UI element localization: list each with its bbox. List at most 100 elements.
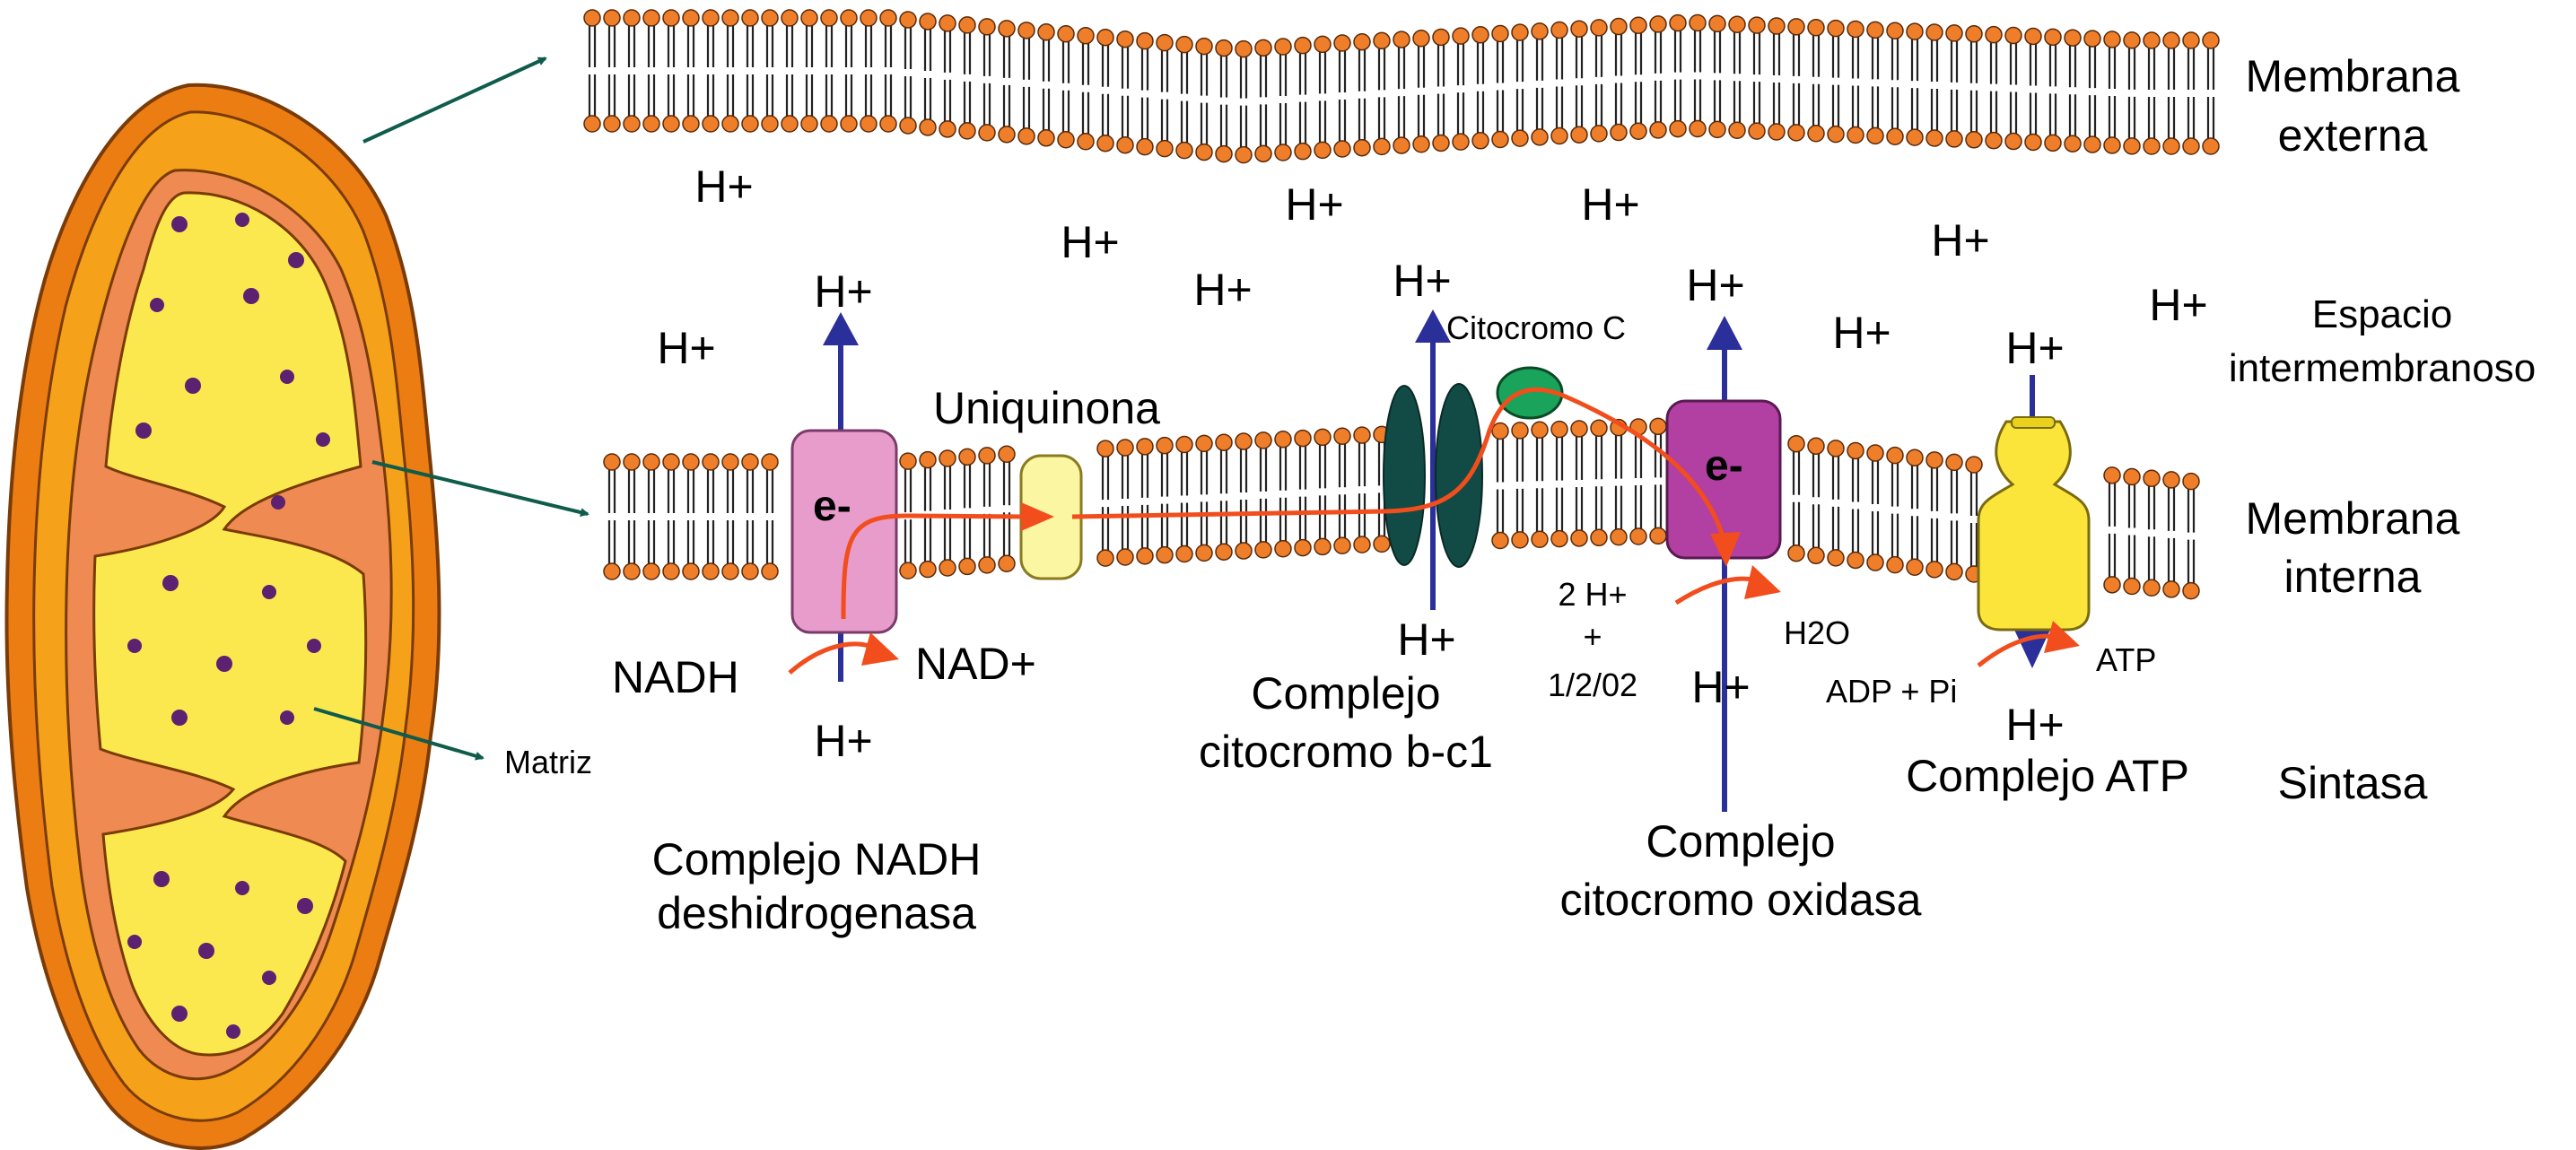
atp-label: ATP: [2096, 641, 2156, 678]
lipid-head: [603, 562, 621, 580]
lipid-head: [978, 556, 996, 574]
lipid-head: [1985, 131, 2003, 150]
lipid-head: [761, 453, 779, 471]
lipid-head: [998, 554, 1016, 573]
lipid-head: [1827, 440, 1845, 457]
nad-plus-label: NAD+: [915, 639, 1036, 689]
lipid-tail: [1575, 435, 1584, 531]
lipid-head: [642, 115, 660, 133]
lipid-head: [1945, 562, 1963, 581]
lipid-tail: [1930, 466, 1939, 562]
lipid-head: [1570, 420, 1588, 438]
lipid-tail: [1792, 33, 1801, 126]
lipid-tail: [1358, 48, 1367, 141]
lipid-tail: [1752, 32, 1761, 125]
lipid-head: [840, 115, 858, 133]
atp-synthase-label-line2: Sintasa: [2278, 758, 2428, 808]
lipid-tail: [1969, 40, 1978, 133]
lipid-head: [761, 562, 779, 580]
lipid-head: [1274, 539, 1292, 558]
lipid-tail: [1160, 49, 1169, 142]
lipid-head: [1847, 20, 1864, 39]
lipid-head: [1669, 13, 1687, 32]
lipid-head: [682, 9, 700, 27]
outer-membrane-bilayer: [583, 9, 2220, 164]
matrix-label: Matriz: [504, 744, 592, 780]
lipid-tail: [923, 28, 932, 120]
lipid-head: [1807, 437, 1825, 456]
lipid-head: [2162, 471, 2180, 489]
lipid-head: [1610, 123, 1628, 142]
lipid-head: [1570, 126, 1588, 144]
lipid-tail: [1160, 452, 1169, 548]
lipid-tail: [1121, 46, 1130, 138]
lipid-head: [939, 559, 956, 577]
lipid-head: [1235, 542, 1253, 560]
lipid-head: [1925, 23, 1943, 41]
lipid-tail: [904, 26, 913, 118]
lipid-head: [1748, 16, 1766, 34]
arrow-to-inner-membrane: [371, 460, 589, 517]
lipid-tail: [1101, 456, 1110, 552]
lipid-head: [2202, 137, 2220, 155]
lipid-tail: [1535, 38, 1544, 130]
lipid-tail: [2147, 48, 2156, 139]
lipid-head: [1314, 428, 1332, 447]
proton-label: H+: [2005, 323, 2064, 373]
lipid-tail: [1871, 460, 1880, 556]
lipid-head: [2162, 31, 2180, 49]
lipid-tail: [1140, 453, 1149, 549]
lipid-head: [1906, 128, 1924, 146]
lipid-tail: [2127, 47, 2136, 139]
lipid-tail: [1555, 436, 1564, 532]
lipid-head: [899, 452, 917, 470]
lipid-head: [1274, 144, 1292, 161]
proton-label: H+: [2149, 280, 2207, 330]
lipid-head: [1096, 549, 1114, 567]
lipid-head: [1412, 30, 1430, 48]
lipid-tail: [1180, 51, 1189, 144]
lipid-head: [1965, 456, 1983, 474]
lipid-head: [1550, 126, 1568, 145]
lipid-head: [1175, 435, 1193, 454]
lipid-tail: [844, 25, 853, 117]
lipid-tail: [1121, 455, 1130, 550]
lipid-head: [761, 9, 779, 27]
intermembrane-space-label-line2: intermembranoso: [2229, 346, 2536, 390]
lipid-head: [662, 562, 680, 580]
lipid-head: [899, 117, 917, 135]
bc1-complex-label-line2: citocromo b-c1: [1199, 727, 1493, 777]
lipid-head: [1590, 419, 1608, 438]
diagram-labels: Membrana externa Espacio intermembranoso…: [504, 51, 2536, 938]
lipid-head: [2182, 472, 2200, 491]
lipid-tail: [647, 25, 656, 117]
lipid-head: [800, 115, 818, 133]
lipid-head: [642, 9, 660, 27]
lipid-head: [820, 115, 838, 133]
lipid-head: [958, 16, 976, 34]
lipid-head: [1531, 128, 1549, 146]
lipid-head: [1590, 125, 1608, 143]
lipid-head: [2103, 136, 2121, 154]
lipid-tail: [1338, 443, 1347, 539]
lipid-head: [1866, 444, 1884, 462]
lipid-tail: [588, 25, 597, 117]
lipid-head: [1333, 34, 1351, 52]
lipid-head: [919, 560, 937, 579]
oxidase-complex-proton-arrow: [1707, 316, 1742, 812]
lipid-tail: [1989, 41, 1998, 134]
lipid-head: [899, 11, 917, 29]
lipid-tail: [1969, 472, 1978, 567]
lipid-tail: [1456, 43, 1465, 135]
lipid-tail: [1910, 39, 1919, 131]
lipid-head: [2024, 133, 2042, 152]
lipid-tail: [686, 469, 695, 564]
lipid-head: [1471, 26, 1489, 44]
lipid-tail: [1812, 34, 1821, 126]
lipid-tail: [2108, 482, 2117, 578]
lipid-tail: [647, 469, 656, 564]
lipid-head: [978, 18, 996, 36]
lipid-head: [2143, 137, 2161, 155]
lipid-tail: [607, 469, 616, 564]
